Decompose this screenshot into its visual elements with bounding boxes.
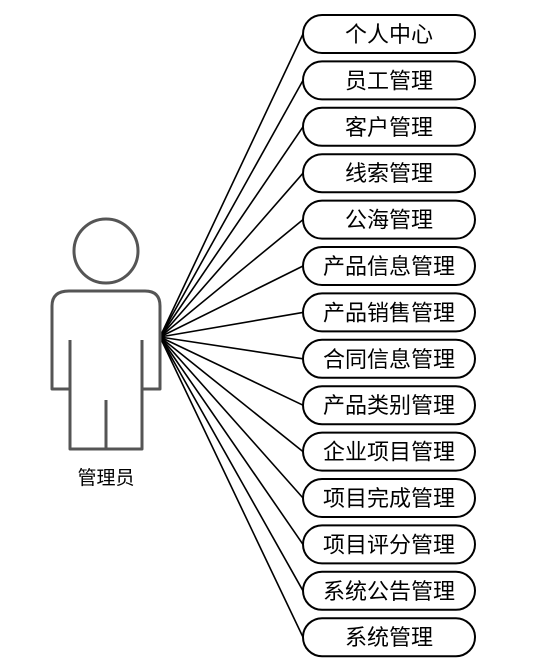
actor-figure: 管理员 [50,217,162,489]
use-case-node: 公海管理 [302,199,476,240]
use-case-pill [302,431,476,472]
use-case-label: 项目完成管理 [323,487,455,512]
use-case-pill [302,617,476,658]
association-line [159,336,304,453]
association-line [159,172,304,338]
use-case-label: 项目评分管理 [323,533,455,558]
actor-body [50,289,162,451]
association-line [159,336,304,360]
use-case-node: 线索管理 [302,153,476,194]
actor-label: 管理员 [77,467,134,489]
use-case-pill [302,14,476,54]
use-case-label: 产品类别管理 [323,394,455,419]
association-lines [159,33,304,638]
use-case-label: 客户管理 [345,116,433,141]
association-line [159,265,304,338]
use-case-node: 产品类别管理 [302,385,476,426]
association-line [159,218,304,338]
use-case-label: 个人中心 [345,23,433,48]
use-case-node: 合同信息管理 [302,338,476,379]
use-case-label: 员工管理 [345,69,433,94]
association-line [159,336,304,499]
use-case-node: 系统公告管理 [302,570,476,611]
use-case-pill [302,106,476,147]
use-case-node: 产品销售管理 [302,292,476,333]
association-line [159,80,304,338]
use-case-pill [302,385,476,426]
use-case-label: 产品销售管理 [323,301,455,326]
use-case-label: 公海管理 [345,209,433,234]
use-case-node: 项目评分管理 [302,524,476,565]
use-case-pill [302,153,476,194]
association-line [159,336,304,638]
use-case-pill [302,524,476,565]
use-case-list: 个人中心员工管理客户管理线索管理公海管理产品信息管理产品销售管理合同信息管理产品… [302,14,476,658]
association-line [159,33,304,338]
use-case-label: 产品信息管理 [323,255,455,280]
association-line [159,126,304,338]
actor-head [72,217,140,285]
use-case-label: 合同信息管理 [323,348,455,373]
use-case-pill [302,570,476,611]
association-line [159,336,304,592]
use-case-node: 客户管理 [302,106,476,147]
use-case-label: 系统公告管理 [323,580,455,605]
use-case-node: 员工管理 [302,60,476,101]
use-case-pill [302,338,476,379]
use-case-pill [302,60,476,101]
use-case-node: 个人中心 [302,14,476,54]
use-case-node: 企业项目管理 [302,431,476,472]
use-case-pill [302,199,476,240]
association-line [159,336,304,545]
use-case-label: 系统管理 [345,626,433,651]
use-case-pill [302,292,476,333]
use-case-pill [302,478,476,518]
use-case-label: 企业项目管理 [323,441,455,466]
use-case-node: 产品信息管理 [302,246,476,286]
use-case-node: 系统管理 [302,617,476,658]
use-case-pill [302,246,476,286]
association-line [159,336,304,406]
use-case-label: 线索管理 [345,162,433,187]
association-line [159,311,304,338]
use-case-node: 项目完成管理 [302,478,476,518]
